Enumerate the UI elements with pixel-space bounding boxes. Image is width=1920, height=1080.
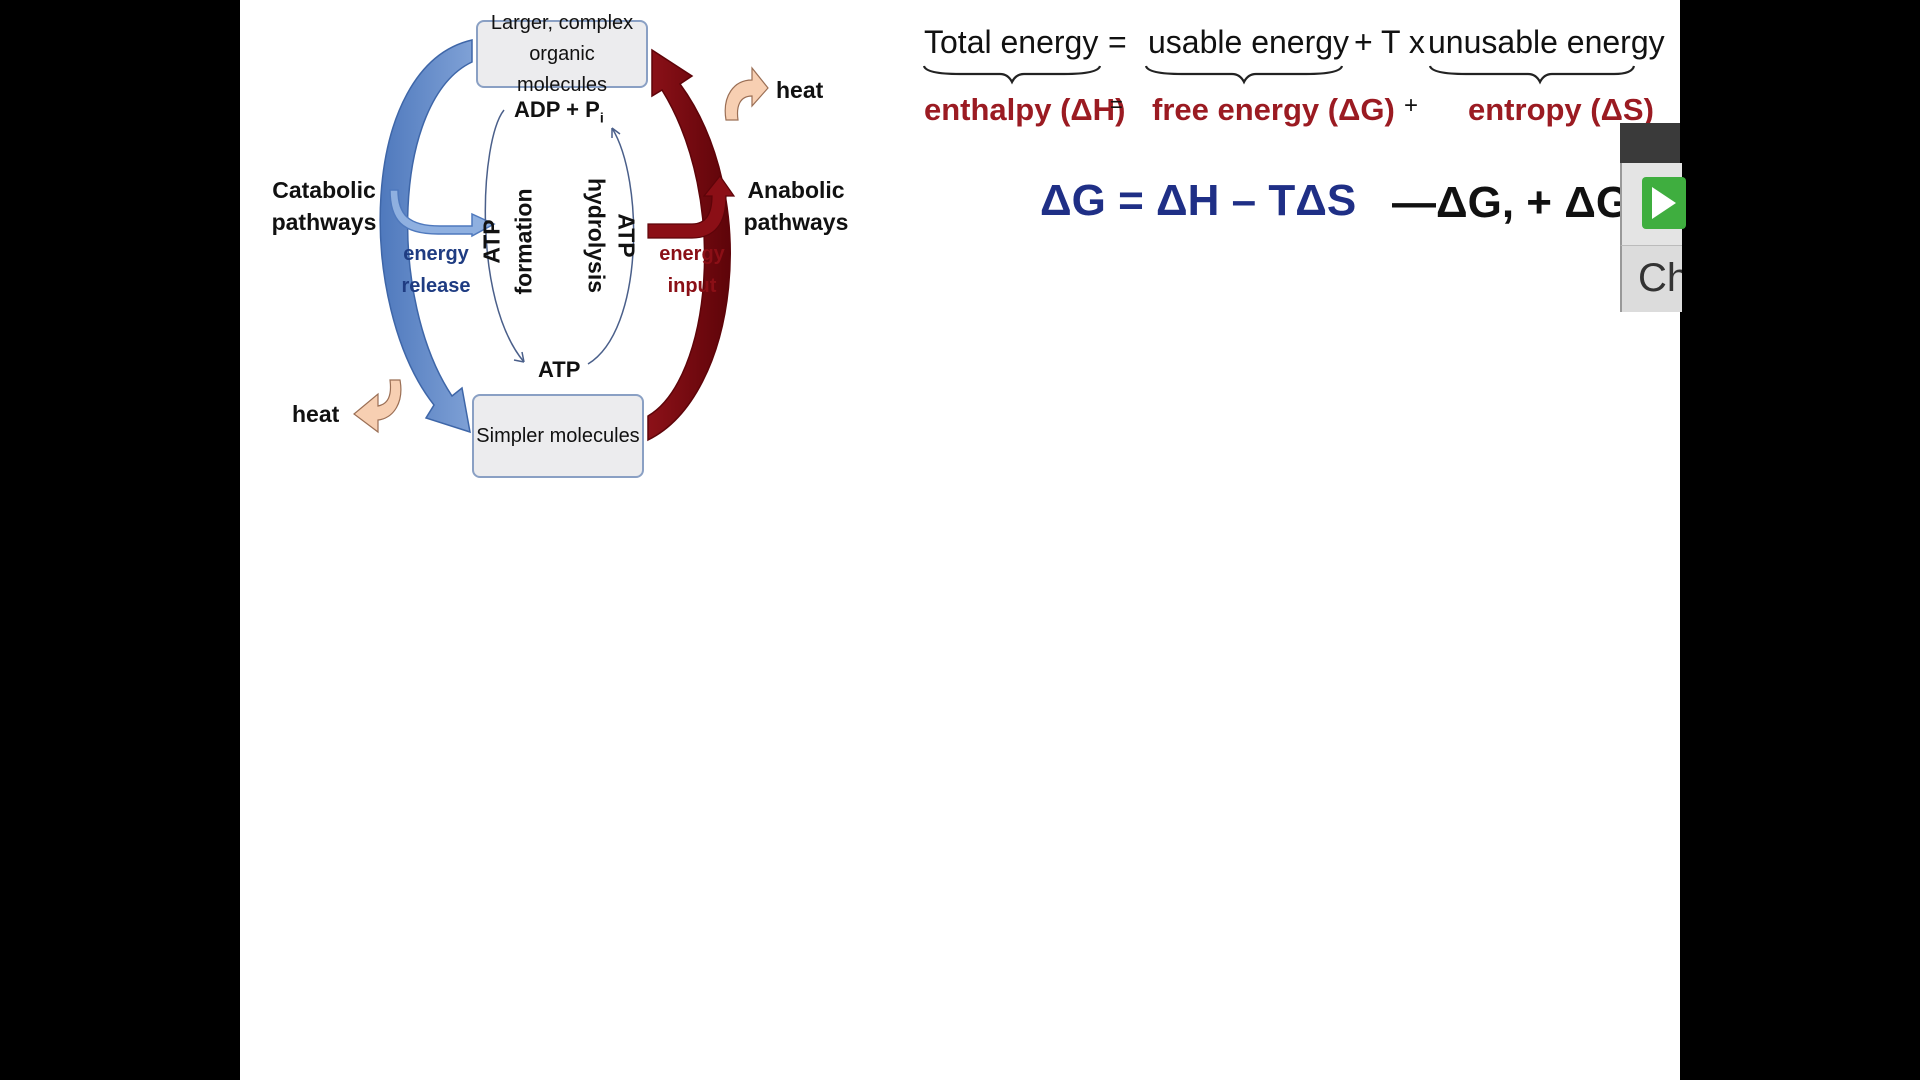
- atp-hydrolysis-line: [587, 127, 635, 365]
- catabolic-pathways-label: Catabolic pathways: [268, 174, 380, 238]
- metabolism-cycle-arrows: [353, 39, 769, 442]
- atp-hydrolysis-head: [611, 127, 621, 138]
- anabolic-text: Anabolic pathways: [743, 177, 849, 235]
- anabolic-arrow: [647, 48, 731, 442]
- catabolic-arrow: [379, 39, 473, 434]
- equals-sign-1: =: [1108, 24, 1127, 60]
- box-simpler-molecules: Simpler molecules: [472, 394, 644, 478]
- box-bottom-label: Simpler molecules: [476, 424, 640, 447]
- atp-label: ATP: [538, 357, 581, 382]
- heat-arrow-top: [724, 66, 769, 121]
- anabolic-pathways-label: Anabolic pathways: [740, 174, 852, 238]
- heat-label-bottom: heat: [292, 401, 340, 427]
- atp-hydrolysis-word2: hydrolysis: [583, 177, 610, 294]
- adp-subscript: i: [599, 109, 604, 126]
- box-top-label: Larger, complex organic molecules: [490, 11, 634, 96]
- adp-pi-label: ADP + Pi: [514, 94, 604, 133]
- catabolic-text: Catabolic pathways: [271, 177, 377, 235]
- atp-formation-word2: formation: [510, 188, 537, 295]
- play-button[interactable]: [1620, 163, 1686, 245]
- equals-sign-2: =: [1110, 92, 1123, 117]
- side-panel: Ch: [1620, 123, 1686, 312]
- gibbs-equation: ΔG = ΔH – TΔS: [1040, 176, 1357, 225]
- delta-g-signs: —ΔG, + ΔG: [1392, 178, 1631, 227]
- energy-input-text: energy input: [659, 243, 725, 297]
- slide: Larger, complex organic molecules Simple…: [240, 0, 1680, 1080]
- plus-sign-2: +: [1404, 92, 1419, 119]
- heat-arrow-bottom: [353, 379, 402, 434]
- energy-release-text: energy release: [401, 243, 471, 297]
- free-energy-term: free energy (ΔG): [1152, 92, 1395, 127]
- brace-usable-energy: [1144, 65, 1344, 85]
- play-icon: [1642, 177, 1686, 229]
- usable-energy-term: usable energy: [1148, 24, 1350, 60]
- panel-label[interactable]: Ch: [1620, 245, 1682, 312]
- atp-formation-word1: ATP: [478, 219, 505, 264]
- atp-hydrolysis-word1: ATP: [613, 213, 640, 258]
- total-energy-term: Total energy: [924, 24, 1099, 60]
- box-larger-complex-molecules: Larger, complex organic molecules: [476, 12, 648, 96]
- underbraces: [922, 65, 1636, 85]
- energy-release-label: energy release: [398, 238, 474, 302]
- enthalpy-term: enthalpy (ΔH): [924, 92, 1126, 127]
- energy-release-arrow: [389, 189, 496, 238]
- brace-total-energy: [922, 65, 1102, 85]
- atp-formation-head: [513, 351, 525, 363]
- atp-formation-line: [484, 109, 525, 363]
- panel-header-bar: [1620, 123, 1680, 163]
- energy-input-label: energy input: [656, 238, 728, 302]
- energy-input-arrow: [647, 174, 736, 239]
- brace-unusable-energy: [1428, 65, 1636, 85]
- entropy-term: entropy (ΔS): [1468, 92, 1654, 127]
- unusable-energy-term: unusable energy: [1428, 24, 1665, 60]
- panel-label-text: Ch: [1638, 256, 1682, 300]
- plus-t-times: + T x: [1354, 24, 1425, 60]
- adp-text: ADP + P: [514, 97, 600, 122]
- heat-label-top: heat: [776, 77, 824, 103]
